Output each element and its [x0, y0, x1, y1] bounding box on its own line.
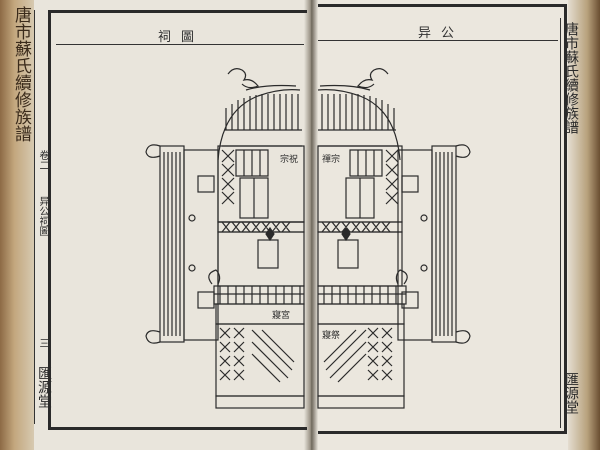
left-page-frame	[48, 10, 307, 430]
left-page-title: 祠圖	[158, 30, 205, 45]
right-title-rule	[318, 40, 558, 41]
left-door-knob-upper-icon	[188, 214, 196, 222]
right-roof-tiles	[321, 94, 395, 130]
left-courtyard-marker-icon	[265, 226, 275, 242]
left-page-stack	[0, 0, 36, 450]
right-page-frame	[318, 4, 567, 434]
left-spine-title: 唐市蘇氏續修族譜	[11, 6, 31, 142]
left-gallery-hatching	[163, 152, 181, 336]
right-lower-plaque-label: 寢祭	[322, 329, 340, 341]
left-lower-roof-ornament-icon	[208, 269, 221, 285]
right-upper-eave-icon	[455, 144, 471, 158]
right-door-knob-lower-icon	[420, 264, 428, 272]
right-margin-title: 唐市蘇氏續修族譜	[563, 22, 579, 134]
hall-plan-left	[145, 68, 305, 409]
right-lower-roof-tiles	[323, 286, 397, 304]
left-lower-roof-tiles	[219, 286, 301, 304]
left-lower-plaque-label: 寢宮	[272, 309, 290, 321]
right-gallery-hatching	[435, 152, 453, 336]
right-lower-lattice	[323, 327, 393, 383]
left-title-rule	[56, 44, 304, 45]
left-lower-lattice	[219, 327, 295, 383]
right-margin-hall: 匯源堂	[563, 372, 579, 414]
left-lower-eave-icon	[145, 330, 161, 344]
left-door-knob-lower-icon	[188, 264, 196, 272]
left-upper-plaque-label: 宗祝	[280, 153, 298, 165]
left-roof-tiles	[225, 94, 299, 130]
left-margin-volume: 卷二	[37, 150, 48, 170]
right-door-knob-upper-icon	[420, 214, 428, 222]
right-courtyard-marker-icon	[341, 226, 351, 242]
right-lower-roof-ornament-icon	[395, 269, 408, 285]
left-upper-lattice	[221, 149, 269, 205]
left-margin-rule	[34, 10, 35, 424]
left-balustrade	[221, 221, 291, 233]
left-upper-eave-icon	[145, 144, 161, 158]
right-page-title: 异公	[418, 26, 465, 41]
left-margin-page-number: 三	[37, 338, 48, 348]
left-margin-hall: 匯源堂	[36, 366, 52, 408]
right-upper-lattice	[349, 149, 399, 205]
hall-plan-right	[317, 68, 471, 409]
right-upper-plaque-label: 禪宗	[322, 153, 340, 165]
book-gutter	[304, 0, 318, 450]
right-page-stack	[568, 0, 600, 450]
right-roof-dragon-icon	[357, 68, 389, 89]
right-balustrade	[321, 221, 391, 233]
left-roof-dragon-icon	[227, 68, 259, 89]
right-margin-rule	[560, 18, 561, 428]
left-margin-section: 异公祠圖	[37, 196, 48, 236]
right-lower-eave-icon	[455, 330, 471, 344]
